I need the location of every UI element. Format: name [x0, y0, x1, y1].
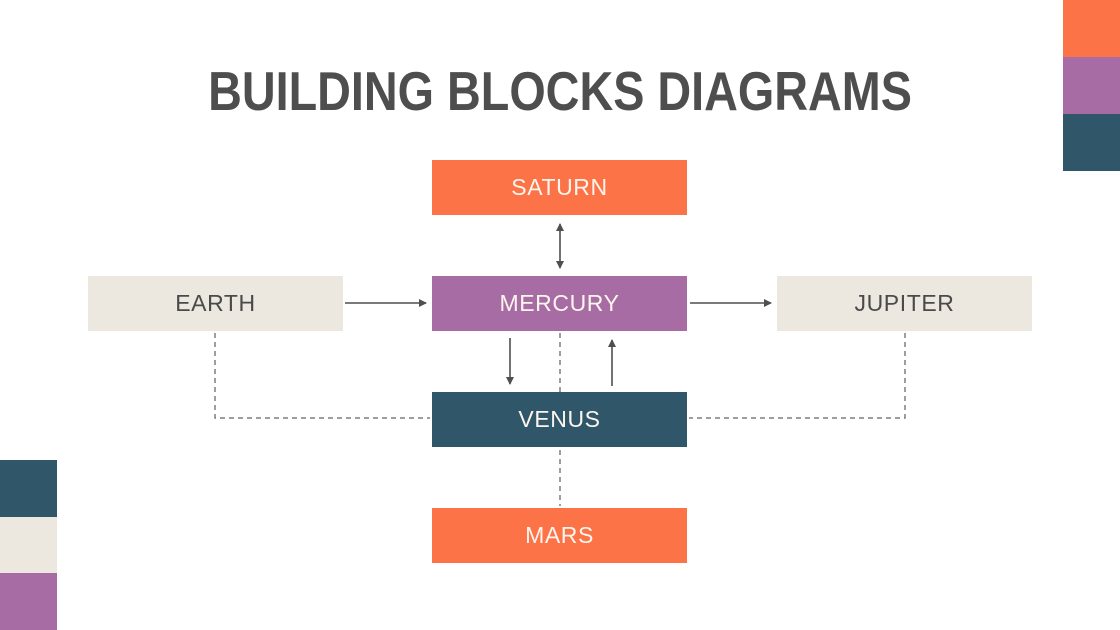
corner-accent-top-right [1063, 0, 1120, 171]
node-earth: EARTH [88, 276, 343, 331]
node-venus: VENUS [432, 392, 687, 447]
node-mercury-label: MERCURY [499, 290, 620, 316]
node-earth-label: EARTH [175, 290, 256, 316]
connector-jupiter-venus-dashed [689, 333, 906, 419]
node-jupiter: JUPITER [777, 276, 1032, 331]
node-venus-label: VENUS [518, 406, 601, 432]
accent-block-orange [1063, 0, 1120, 57]
accent-block-teal [1063, 114, 1120, 171]
accent-block-purple [1063, 57, 1120, 114]
corner-accent-bottom-left [0, 460, 57, 630]
accent-block-purple [0, 573, 57, 630]
node-saturn: SATURN [432, 160, 687, 215]
connector-earth-venus-dashed [214, 333, 430, 419]
node-mars: MARS [432, 508, 687, 563]
node-jupiter-label: JUPITER [854, 290, 955, 316]
accent-block-cream [0, 517, 57, 573]
slide-title: BUILDING BLOCKS DIAGRAMS [208, 60, 912, 122]
node-saturn-label: SATURN [511, 174, 608, 200]
node-mercury: MERCURY [432, 276, 687, 331]
accent-block-teal [0, 460, 57, 517]
node-mars-label: MARS [525, 522, 594, 548]
